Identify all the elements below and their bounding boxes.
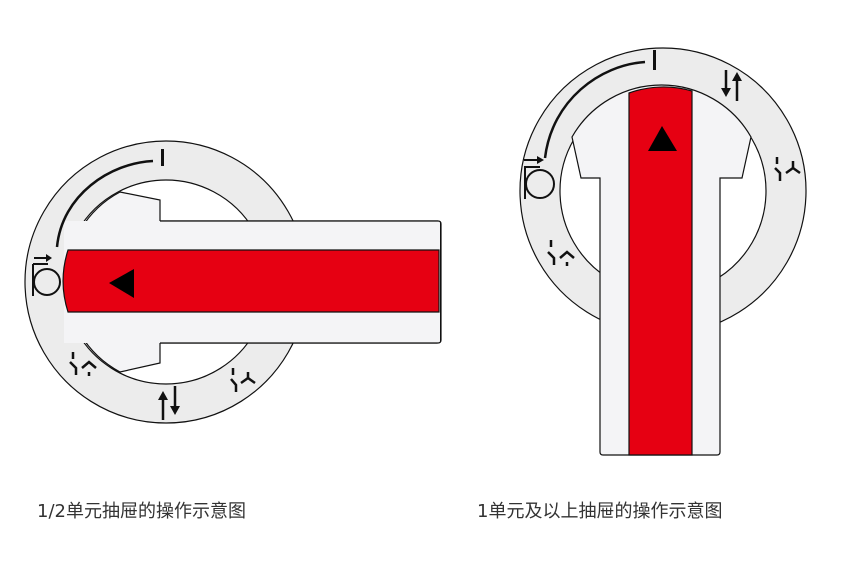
pointer-triangle-icon <box>648 126 677 151</box>
separated-position-icon <box>230 368 256 392</box>
isolated-position-icon <box>547 240 575 266</box>
connected-arc-icon <box>55 159 154 248</box>
test-position-icon <box>32 254 61 296</box>
full-unit-caption: 1单元及以上抽屉的操作示意图 <box>477 501 723 522</box>
withdraw-insert-arrows-icon <box>721 70 742 101</box>
red-indicator-stripe <box>628 86 693 456</box>
position-I-mark-icon <box>653 50 656 70</box>
position-I-mark-icon <box>161 149 164 166</box>
withdraw-insert-arrows-icon <box>158 386 180 420</box>
full-unit-drawer-diagram <box>519 47 807 456</box>
half-unit-drawer-diagram <box>24 140 442 424</box>
half-unit-caption: 1/2单元抽屉的操作示意图 <box>37 501 246 522</box>
red-indicator-stripe <box>62 249 440 313</box>
pointer-triangle-icon <box>109 269 134 298</box>
connected-arc-icon <box>543 60 646 159</box>
separated-position-icon <box>774 157 801 181</box>
isolated-position-icon <box>69 352 97 376</box>
test-position-icon <box>524 156 555 199</box>
